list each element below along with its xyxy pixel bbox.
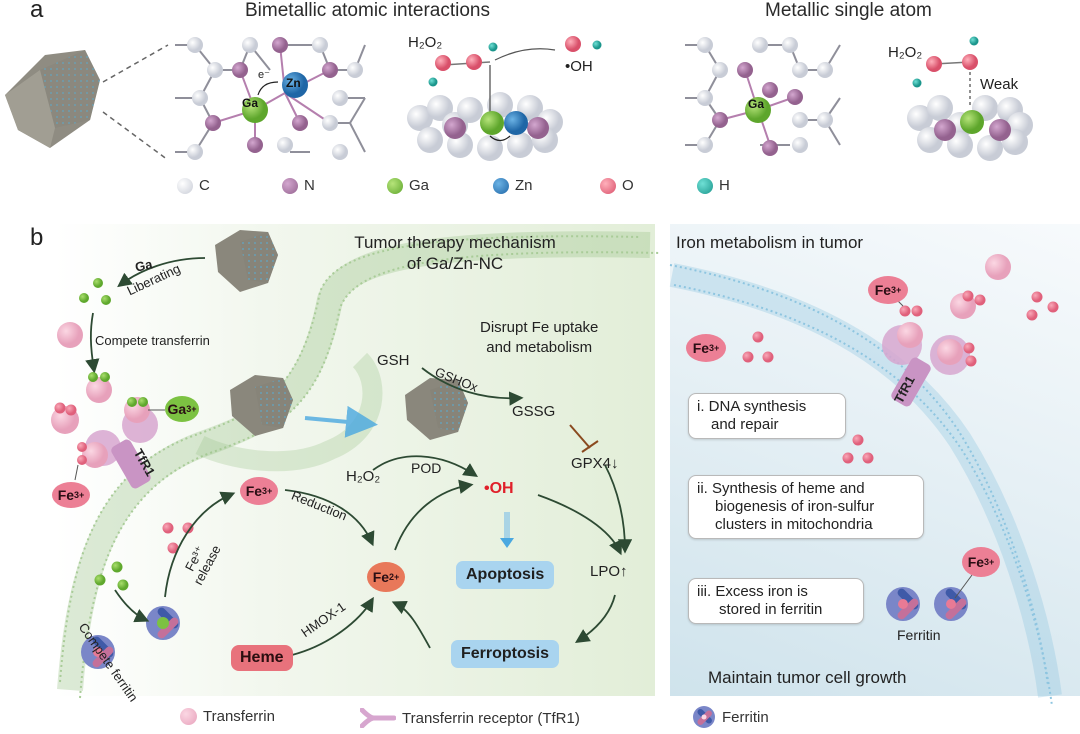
legend-item-ga: Ga bbox=[387, 177, 429, 194]
bimetallic-title: Bimetallic atomic interactions bbox=[245, 0, 490, 21]
nanoparticle-icon-inner bbox=[405, 378, 468, 440]
apoptosis-badge: Apoptosis bbox=[456, 561, 555, 589]
h2o2-label-single: H₂O₂ bbox=[888, 44, 923, 61]
panel-b-label: b bbox=[30, 224, 44, 251]
ferritin-legend-icon bbox=[693, 706, 715, 728]
legend-item-c: C bbox=[177, 177, 210, 194]
tfr1-receptor-right bbox=[882, 254, 1059, 407]
nanoparticle-icon bbox=[5, 50, 100, 148]
legend-item-zn: Zn bbox=[493, 177, 533, 194]
h2o2-label: H₂O₂ bbox=[346, 468, 381, 485]
endosome-membrane bbox=[195, 352, 383, 472]
nitrogen-dot-icon bbox=[282, 177, 298, 194]
oxygen-dot-icon bbox=[600, 177, 616, 194]
ga-atom-label: Ga bbox=[242, 96, 259, 110]
nanoparticle-icon-top bbox=[215, 230, 278, 292]
transferrin-icon bbox=[180, 708, 197, 725]
disrupt-label: Disrupt Fe uptake and metabolism bbox=[480, 319, 599, 356]
single-atom-surface bbox=[907, 36, 1033, 161]
bimetallic-surface bbox=[407, 36, 602, 161]
gallium-dot-icon bbox=[387, 177, 403, 194]
legend-item-n: N bbox=[282, 177, 315, 194]
legend-receptor: Transferrin receptor (TfR1) bbox=[360, 708, 580, 728]
zn-atom bbox=[282, 72, 308, 98]
weak-label: Weak bbox=[980, 76, 1019, 93]
ferritin-icon-right-1 bbox=[886, 587, 920, 621]
oh-radical-output: •OH bbox=[484, 480, 514, 497]
gsh-label: GSH bbox=[377, 352, 410, 369]
box-ferritin-storage: iii. Excess iron is stored in ferritin bbox=[688, 578, 864, 624]
ferroptosis-badge: Ferroptosis bbox=[451, 640, 560, 668]
ferritin-icon-left bbox=[81, 635, 115, 669]
receptor-icon bbox=[360, 708, 396, 728]
carbon-dot-icon bbox=[177, 177, 193, 194]
gssg-label: GSSG bbox=[512, 403, 556, 420]
tfr1-receptor-left bbox=[74, 397, 165, 489]
box-heme-synthesis: ii. Synthesis of heme and biogenesis of … bbox=[688, 475, 924, 539]
ferritin-icon-ga bbox=[146, 606, 180, 640]
panel-a-graphics bbox=[5, 36, 1033, 161]
oh-radical-label: •OH bbox=[565, 58, 593, 75]
zn-atom-label: Zn bbox=[286, 76, 301, 90]
zinc-dot-icon bbox=[493, 177, 509, 194]
ferritin-caption: Ferritin bbox=[897, 627, 941, 643]
maintain-growth-label: Maintain tumor cell growth bbox=[708, 668, 907, 687]
single-atom-title: Metallic single atom bbox=[765, 0, 932, 21]
electron-label: e⁻ bbox=[258, 69, 270, 81]
nanoparticle-icon-mid bbox=[230, 375, 293, 436]
ga-atom bbox=[242, 97, 268, 123]
ferritin-icon-right-2 bbox=[934, 574, 973, 621]
therapy-title: Tumor therapy mechanism of Ga/Zn-NC bbox=[354, 233, 556, 273]
iron-title: Iron metabolism in tumor bbox=[676, 233, 864, 252]
single-atom-lattice bbox=[685, 37, 841, 156]
legend-item-o: O bbox=[600, 177, 634, 194]
gpx4-label: GPX4↓ bbox=[571, 455, 619, 472]
hydrogen-dot-icon bbox=[697, 177, 713, 194]
lpo-label: LPO↑ bbox=[590, 563, 628, 580]
legend-item-h: H bbox=[697, 177, 730, 194]
pod-label: POD bbox=[411, 460, 442, 476]
legend-ferritin: Ferritin bbox=[692, 705, 769, 729]
legend-transferrin: Transferrin bbox=[180, 708, 275, 725]
h2o2-label-bimetallic: H₂O₂ bbox=[408, 34, 443, 51]
ga-single-label: Ga bbox=[748, 97, 765, 111]
panel-a-label: a bbox=[30, 0, 44, 23]
compete-transferrin-label: Compete transferrin bbox=[95, 333, 210, 348]
heme-badge: Heme bbox=[231, 645, 293, 671]
box-dna-synthesis: i. DNA synthesis and repair bbox=[688, 393, 846, 439]
